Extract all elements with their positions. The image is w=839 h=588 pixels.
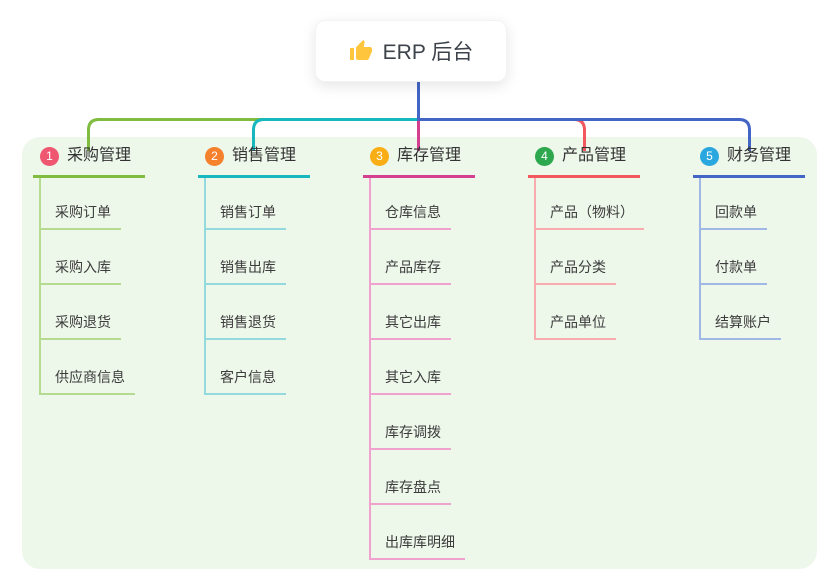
node-item[interactable]: 客户信息 <box>204 367 286 395</box>
node-item[interactable]: 产品（物料） <box>534 202 644 230</box>
branch-spine <box>699 178 701 340</box>
node-item[interactable]: 回款单 <box>699 202 767 230</box>
thumbs-up-icon <box>349 40 372 60</box>
branch-header-purchase[interactable]: 1 采购管理 <box>33 145 145 178</box>
node-item[interactable]: 库存调拨 <box>369 422 451 450</box>
node-item[interactable]: 付款单 <box>699 257 767 285</box>
branch-spine <box>204 178 206 395</box>
node-item[interactable]: 产品单位 <box>534 312 616 340</box>
branch-number-badge: 4 <box>535 146 554 166</box>
branch-label: 库存管理 <box>397 147 462 164</box>
node-item[interactable]: 采购退货 <box>39 312 121 340</box>
branches-panel <box>22 137 817 569</box>
node-item[interactable]: 供应商信息 <box>39 367 135 395</box>
branch-number-badge: 2 <box>205 146 224 166</box>
branch-spine <box>39 178 41 395</box>
node-item[interactable]: 销售退货 <box>204 312 286 340</box>
branch-label: 采购管理 <box>67 147 132 164</box>
branch-number-badge: 3 <box>370 146 389 166</box>
branch-spine <box>534 178 536 340</box>
node-item[interactable]: 其它出库 <box>369 312 451 340</box>
node-item[interactable]: 产品库存 <box>369 257 451 285</box>
branch-label: 财务管理 <box>727 147 792 164</box>
root-node[interactable]: ERP 后台 <box>315 20 507 82</box>
node-item[interactable]: 仓库信息 <box>369 202 451 230</box>
branch-number-badge: 5 <box>700 146 719 166</box>
branch-spine <box>369 178 371 560</box>
branch-column-finance: 5 财务管理 回款单 付款单 结算账户 <box>693 145 839 340</box>
node-item[interactable]: 销售出库 <box>204 257 286 285</box>
branch-column-product: 4 产品管理 产品（物料） 产品分类 产品单位 <box>528 145 688 340</box>
branch-header-product[interactable]: 4 产品管理 <box>528 145 640 178</box>
node-item[interactable]: 其它入库 <box>369 367 451 395</box>
branch-number-badge: 1 <box>40 146 59 166</box>
branch-column-sales: 2 销售管理 销售订单 销售出库 销售退货 客户信息 <box>198 145 358 395</box>
branch-header-sales[interactable]: 2 销售管理 <box>198 145 310 178</box>
branch-header-inventory[interactable]: 3 库存管理 <box>363 145 475 178</box>
branch-column-purchase: 1 采购管理 采购订单 采购入库 采购退货 供应商信息 <box>33 145 193 395</box>
branch-column-inventory: 3 库存管理 仓库信息 产品库存 其它出库 其它入库 库存调拨 库存盘点 出库库… <box>363 145 523 560</box>
branch-label: 销售管理 <box>232 147 297 164</box>
node-item[interactable]: 库存盘点 <box>369 477 451 505</box>
node-item[interactable]: 采购订单 <box>39 202 121 230</box>
node-item[interactable]: 采购入库 <box>39 257 121 285</box>
root-label: ERP 后台 <box>382 41 474 64</box>
node-item[interactable]: 出库库明细 <box>369 532 465 560</box>
branch-label: 产品管理 <box>562 147 627 164</box>
node-item[interactable]: 结算账户 <box>699 312 781 340</box>
branch-header-finance[interactable]: 5 财务管理 <box>693 145 805 178</box>
node-item[interactable]: 销售订单 <box>204 202 286 230</box>
node-item[interactable]: 产品分类 <box>534 257 616 285</box>
